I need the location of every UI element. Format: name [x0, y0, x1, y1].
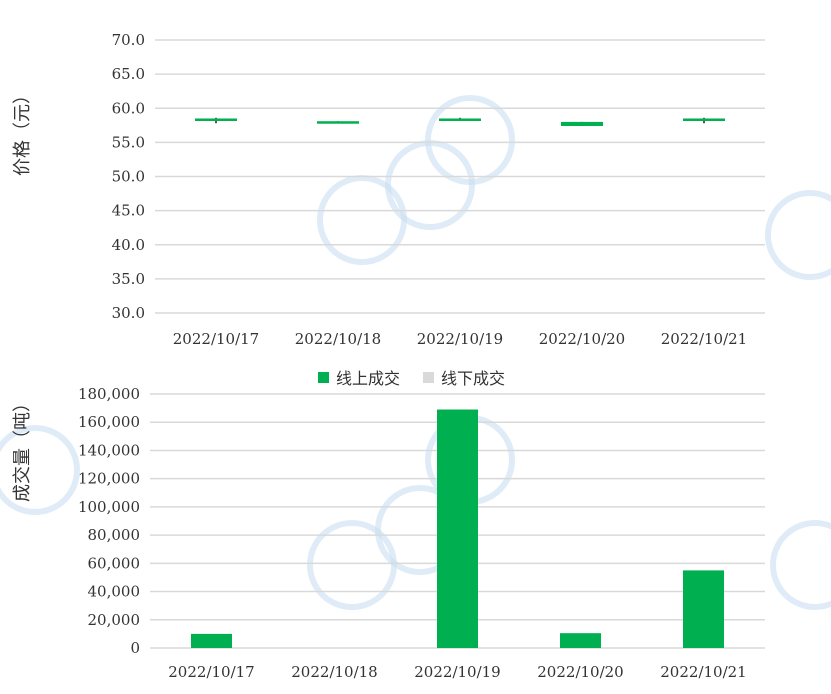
- volume-bar: [191, 633, 232, 648]
- price-y-tick-label: 45.0: [112, 202, 145, 220]
- price-y-tick-label: 55.0: [112, 133, 145, 151]
- watermark-circle: [0, 425, 80, 515]
- volume-y-tick-label: 0: [130, 639, 140, 657]
- volume-chart: 180,000 160,000 140,000 120,000 100,000 80,00…: [12, 369, 765, 681]
- volume-y-tick-labels: 180,000 160,000 140,000 120,000 100,000 80,00…: [78, 385, 140, 657]
- price-candle-body: [195, 118, 237, 121]
- volume-x-tick-label: 2022/10/21: [660, 663, 746, 681]
- price-y-tick-label: 70.0: [112, 31, 145, 49]
- price-y-tick-label: 35.0: [112, 270, 145, 288]
- price-y-tick-label: 60.0: [112, 99, 145, 117]
- volume-y-tick-label: 180,000: [78, 385, 140, 403]
- volume-x-tick-label: 2022/10/17: [168, 663, 254, 681]
- legend-swatch-online: [318, 372, 329, 383]
- price-candle-body: [317, 121, 359, 124]
- volume-y-tick-label: 140,000: [78, 441, 140, 459]
- volume-x-tick-labels: 2022/10/17 2022/10/18 2022/10/19 2022/10/20…: [168, 663, 746, 681]
- volume-x-tick-label: 2022/10/19: [414, 663, 500, 681]
- price-y-tick-label: 65.0: [112, 65, 145, 83]
- price-candle-body: [439, 118, 481, 121]
- volume-y-tick-label: 100,000: [78, 498, 140, 516]
- price-x-tick-label: 2022/10/18: [295, 330, 381, 348]
- volume-y-tick-label: 60,000: [88, 554, 141, 572]
- volume-x-tick-label: 2022/10/18: [291, 663, 377, 681]
- volume-bar: [683, 570, 724, 648]
- price-x-tick-labels: 2022/10/17 2022/10/18 2022/10/19 2022/10/20…: [173, 330, 747, 348]
- legend-label-offline: 线下成交: [441, 369, 505, 388]
- price-candles: [195, 117, 725, 126]
- watermark-circle: [317, 175, 407, 265]
- price-candle-body: [561, 121, 603, 126]
- volume-bars: [191, 409, 724, 648]
- volume-y-tick-label: 120,000: [78, 470, 140, 488]
- price-x-tick-label: 2022/10/17: [173, 330, 259, 348]
- volume-bar: [560, 633, 601, 648]
- price-y-tick-label: 40.0: [112, 236, 145, 254]
- price-x-tick-label: 2022/10/21: [661, 330, 747, 348]
- legend-label-online: 线上成交: [336, 369, 400, 388]
- price-y-axis-title: 价格（元）: [12, 86, 33, 176]
- price-candle-body: [683, 118, 725, 121]
- volume-y-tick-label: 160,000: [78, 413, 140, 431]
- price-y-tick-labels: 70.0 65.0 60.0 55.0 50.0 45.0 40.0 35.0 30.0: [112, 31, 145, 322]
- price-y-tick-label: 50.0: [112, 168, 145, 186]
- volume-legend: 线上成交 线下成交: [318, 369, 505, 388]
- price-x-tick-label: 2022/10/19: [417, 330, 503, 348]
- watermark-circle: [307, 520, 397, 610]
- price-y-tick-label: 30.0: [112, 304, 145, 322]
- volume-y-tick-label: 20,000: [88, 611, 141, 629]
- volume-y-tick-label: 40,000: [88, 583, 141, 601]
- watermark-circle: [770, 520, 831, 610]
- volume-x-tick-label: 2022/10/20: [537, 663, 623, 681]
- volume-y-axis-title: 成交量（吨）: [12, 394, 33, 502]
- price-gridlines: [155, 39, 765, 314]
- price-x-tick-label: 2022/10/20: [539, 330, 625, 348]
- price-chart: 70.0 65.0 60.0 55.0 50.0 45.0 40.0 35.0 30.0 202…: [12, 31, 765, 348]
- volume-y-tick-label: 80,000: [88, 526, 141, 544]
- volume-bar: [437, 409, 478, 648]
- watermark-circle: [765, 190, 831, 280]
- legend-swatch-offline: [423, 372, 434, 383]
